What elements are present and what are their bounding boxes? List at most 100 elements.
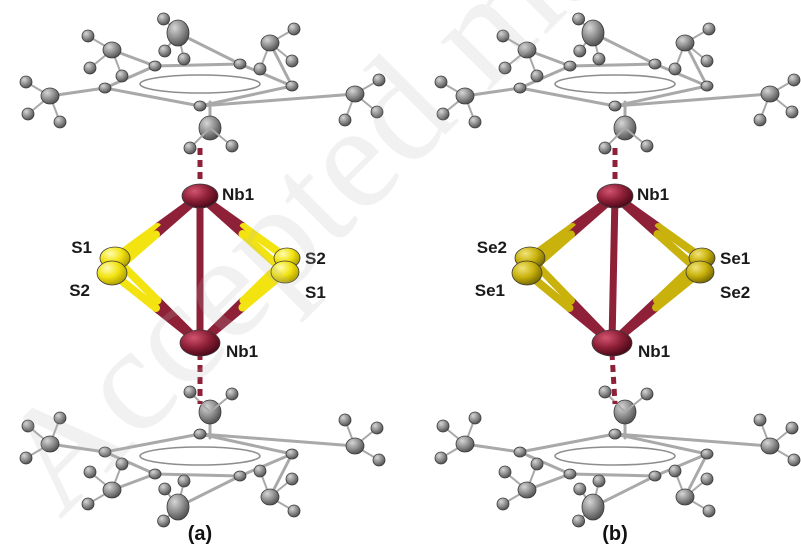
cp-ring-bond [613, 432, 709, 456]
hydrogen-atom [592, 474, 606, 488]
cp-ring-bond [568, 472, 657, 478]
nb-nb-bond [608, 192, 619, 347]
label-nb-top: Nb1 [637, 185, 669, 204]
cp-ring-bond [653, 452, 709, 478]
cp-aromatic-ring [139, 74, 261, 94]
ring-carbon-atom [193, 100, 207, 112]
cp-ring-bond [198, 432, 294, 456]
label-nb-bottom: Nb1 [638, 342, 670, 361]
hydrogen-atom [115, 457, 129, 471]
ring-carbon-atom [513, 82, 527, 94]
methyl-carbon-atom [102, 41, 122, 59]
niobium-atom-bottom [179, 329, 221, 357]
ring-carbon-atom [98, 82, 112, 94]
ring-carbon-atom [563, 468, 577, 480]
hydrogen-atom [285, 472, 299, 486]
hydrogen-atom [753, 113, 767, 127]
hydrogen-atom [183, 385, 197, 399]
methyl-carbon-atom [260, 34, 280, 52]
hydrogen-atom [19, 75, 33, 89]
chalcogen-atom-right-lower [270, 260, 300, 284]
hydrogen-atom [158, 482, 172, 496]
cp-ring-bond [153, 472, 242, 478]
hydrogen-atom [177, 52, 191, 66]
cp-ring-bond [103, 86, 202, 108]
hydrogen-atom [183, 141, 197, 155]
cp-ring-bond [518, 86, 617, 108]
hydrogen-atom [572, 514, 585, 528]
methyl-carbon-atom [675, 488, 695, 506]
hydrogen-atom [115, 69, 129, 83]
label-right-lower: S1 [305, 283, 326, 302]
hydrogen-atom [19, 451, 33, 465]
cp-ring-bond [238, 62, 294, 88]
ring-carbon-atom [285, 448, 299, 460]
methyl-carbon-atom [166, 493, 190, 521]
panel-label-b: (b) [602, 523, 628, 545]
cp-ring-bond [613, 84, 709, 108]
methyl-carbon-atom [102, 481, 122, 499]
ring-carbon-atom [700, 80, 714, 92]
ring-carbon-atom [98, 446, 112, 458]
hydrogen-atom [434, 75, 448, 89]
cp-ring-bond [198, 84, 294, 108]
hydrogen-atom [372, 453, 386, 467]
niobium-atom-top [181, 183, 219, 209]
hydrogen-atom [285, 54, 299, 68]
methyl-carbon-atom [40, 435, 60, 453]
label-left-lower: Se1 [475, 281, 505, 300]
hydrogen-atom [434, 451, 448, 465]
chalcogen-atom-right-lower [685, 260, 715, 284]
hydrogen-atom [640, 139, 654, 153]
label-left-lower: S2 [69, 281, 90, 300]
label-right-lower: Se2 [720, 283, 750, 302]
cp-ring-bond [653, 62, 709, 88]
hydrogen-atom [640, 387, 654, 401]
cp-ring-bond [518, 450, 572, 476]
cp-ring-bond [103, 450, 157, 476]
hydrogen-atom [81, 497, 95, 511]
panel-label-a: (a) [188, 523, 212, 545]
hydrogen-atom [83, 465, 97, 479]
hydrogen-atom [21, 419, 35, 433]
methyl-carbon-atom [455, 87, 475, 105]
label-nb-top: Nb1 [222, 185, 254, 204]
hydrogen-atom [668, 464, 682, 478]
hydrogen-atom [338, 113, 352, 127]
hydrogen-atom [287, 22, 301, 36]
label-right-upper: S2 [305, 249, 326, 268]
hydrogen-atom [753, 413, 767, 427]
hydrogen-atom [787, 73, 801, 87]
methyl-carbon-atom [675, 34, 695, 52]
hydrogen-atom [573, 482, 587, 496]
hydrogen-atom [177, 474, 191, 488]
methyl-carbon-atom [345, 85, 365, 103]
hydrogen-atom [668, 62, 682, 76]
hydrogen-atom [530, 69, 544, 83]
hydrogen-atom [253, 62, 267, 76]
cp-methyl-bond [198, 92, 357, 108]
methyl-carbon-atom [260, 488, 280, 506]
hydrogen-atom [436, 107, 450, 121]
methyl-carbon-atom [345, 437, 365, 455]
hydrogen-atom [592, 52, 606, 66]
methyl-carbon-atom [40, 87, 60, 105]
hydrogen-atom [785, 421, 799, 435]
hydrogen-atom [53, 411, 67, 425]
hydrogen-atom [572, 12, 585, 26]
ring-carbon-atom [148, 60, 162, 72]
cp-ring-bond [518, 432, 617, 454]
hydrogen-atom [700, 472, 714, 486]
hydrogen-atom [496, 497, 510, 511]
hydrogen-atom [530, 457, 544, 471]
hydrogen-atom [53, 115, 67, 129]
methyl-carbon-atom [581, 493, 605, 521]
hydrogen-atom [21, 107, 35, 121]
hydrogen-atom [700, 54, 714, 68]
hydrogen-atom [573, 44, 587, 58]
cp-aromatic-ring [554, 74, 676, 94]
cp-ring-bond [238, 452, 294, 478]
cp-ring-bond [568, 62, 657, 68]
